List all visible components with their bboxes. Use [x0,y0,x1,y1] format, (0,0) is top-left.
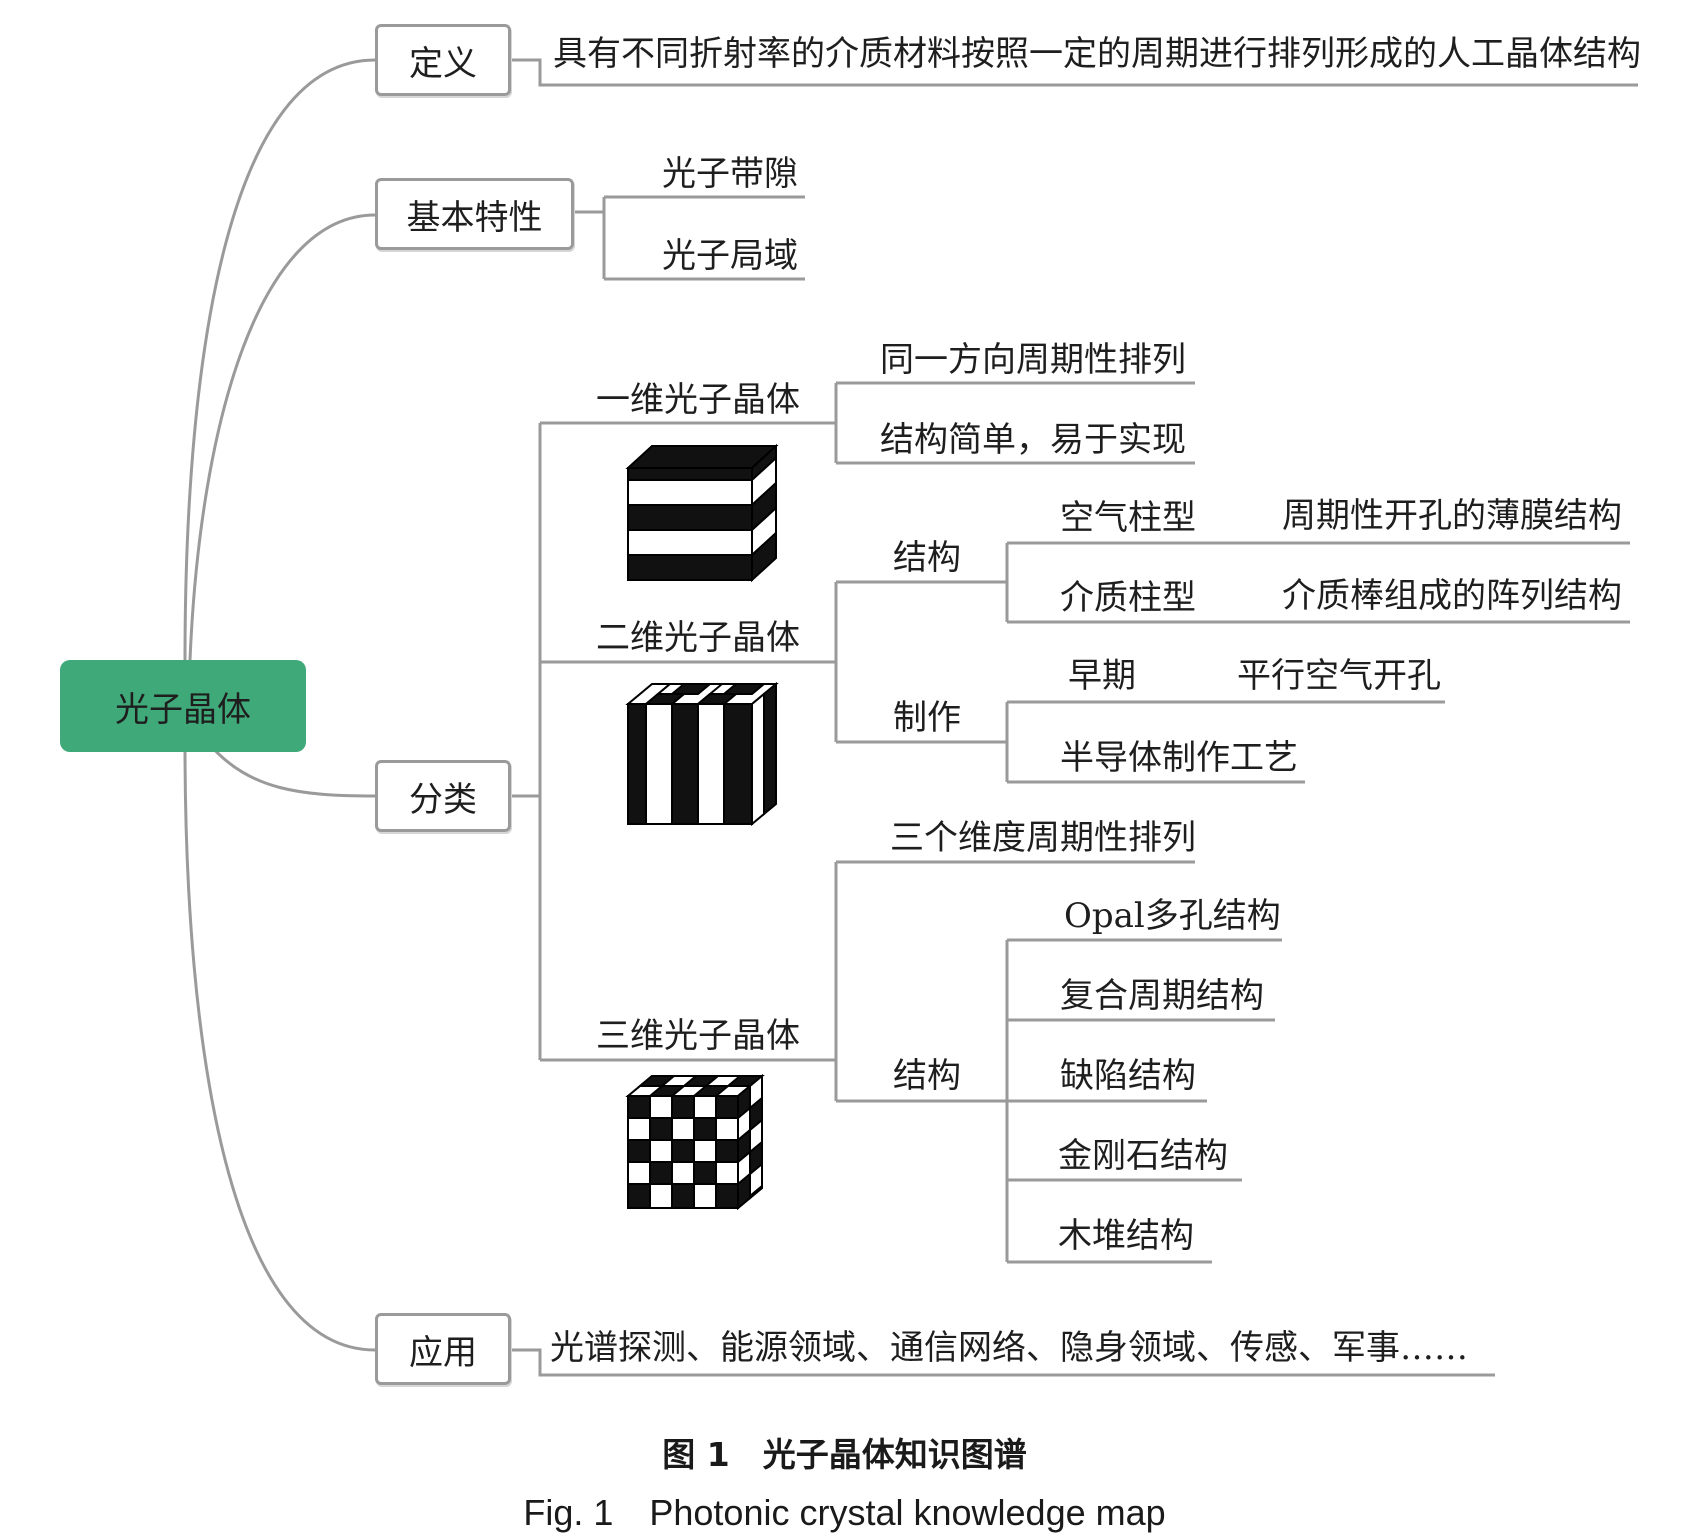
figure-caption-en: Fig. 1 Photonic crystal knowledge map [523,1492,1166,1533]
one-d-item-simple: 结构简单，易于实现 [880,420,1186,460]
figure-caption-cn: 图 1 光子晶体知识图谱 [662,1435,1027,1474]
branch-curve-application [183,744,376,1352]
structure-defect: 缺陷结构 [1060,1056,1196,1096]
semiconductor-label: 半导体制作工艺 [1060,738,1298,778]
three-d-periodic: 三个维度周期性排列 [890,818,1196,858]
one-d-label: 一维光子晶体 [596,380,800,420]
classification-node[interactable]: 分类 [375,760,511,832]
property-item-band-gap: 光子带隙 [662,154,798,194]
structure-opal: Opal多孔结构 [1064,896,1281,936]
definition-node[interactable]: 定义 [375,24,511,96]
definition-underline [509,58,1638,87]
properties-label: 基本特性 [406,197,543,238]
two-d-label: 二维光子晶体 [596,618,800,658]
structure-woodpile: 木堆结构 [1058,1216,1194,1256]
branch-curve-properties [188,213,376,661]
air-column-desc: 周期性开孔的薄膜结构 [1282,496,1622,536]
one-d-item-periodic: 同一方向周期性排列 [880,340,1186,380]
air-column-label: 空气柱型 [1060,498,1196,538]
application-underline [509,1348,1495,1377]
application-label: 应用 [409,1332,477,1373]
three-d-label: 三维光子晶体 [596,1016,800,1056]
application-node[interactable]: 应用 [375,1313,511,1385]
root-label: 光子晶体 [115,689,251,730]
early-label: 早期 [1068,656,1136,696]
definition-text: 具有不同折射率的介质材料按照一定的周期进行排列形成的人工晶体结构 [553,34,1641,74]
early-desc: 平行空气开孔 [1237,656,1441,696]
three-d-structure-label: 结构 [893,1056,961,1096]
two-d-structure-label: 结构 [893,538,961,578]
dielectric-column-desc: 介质棒组成的阵列结构 [1282,576,1622,616]
structure-composite: 复合周期结构 [1060,976,1264,1016]
definition-label: 定义 [409,43,477,84]
two-d-fabrication-label: 制作 [893,698,961,738]
application-text: 光谱探测、能源领域、通信网络、隐身领域、传感、军事…… [550,1328,1468,1368]
dielectric-column-label: 介质柱型 [1060,578,1196,618]
properties-node[interactable]: 基本特性 [375,178,574,250]
structure-diamond: 金刚石结构 [1058,1136,1228,1176]
classification-label: 分类 [409,779,477,820]
branch-curve-definition [183,58,376,661]
root-node[interactable]: 光子晶体 [60,660,306,752]
property-item-localization: 光子局域 [662,236,798,276]
branch-curve-classification [208,744,376,798]
